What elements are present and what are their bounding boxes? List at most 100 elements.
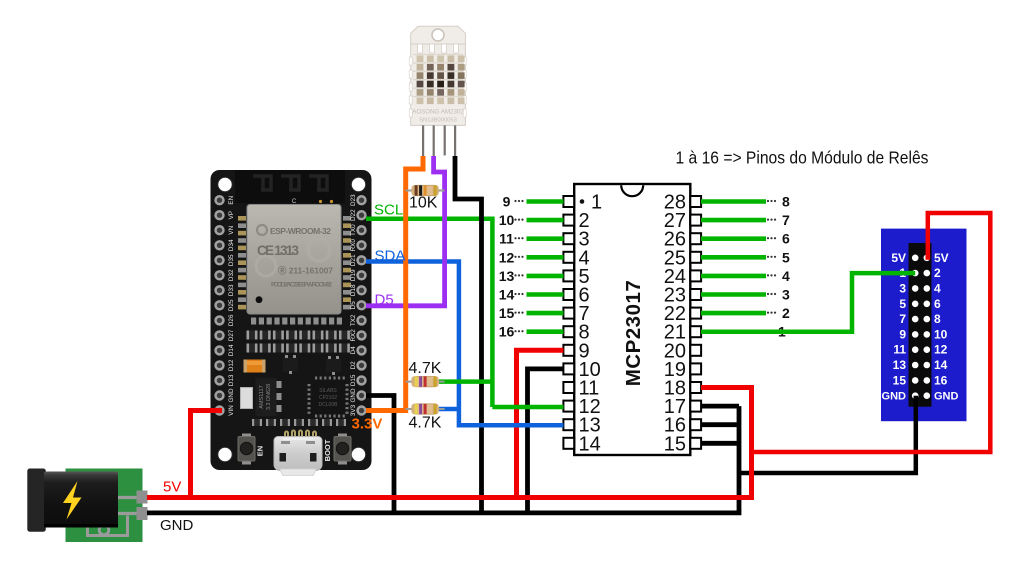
svg-text:25: 25: [664, 247, 686, 269]
svg-text:RX0: RX0: [350, 239, 357, 252]
svg-text:5: 5: [579, 266, 590, 288]
svg-text:VP: VP: [228, 211, 235, 219]
svg-text:16: 16: [499, 324, 515, 340]
svg-text:15: 15: [499, 305, 515, 321]
svg-text:1: 1: [591, 192, 602, 214]
svg-text:13: 13: [579, 415, 601, 437]
svg-text:10K: 10K: [409, 195, 438, 212]
svg-text:16: 16: [934, 373, 948, 387]
svg-text:6: 6: [934, 297, 941, 311]
svg-text:D13: D13: [228, 374, 235, 386]
svg-text:3: 3: [782, 287, 790, 303]
svg-text:12: 12: [579, 396, 601, 418]
svg-text:GND: GND: [934, 391, 959, 403]
svg-text:D5: D5: [350, 301, 357, 310]
svg-text:9: 9: [503, 194, 511, 210]
svg-text:19: 19: [664, 359, 686, 381]
svg-text:13: 13: [499, 268, 515, 284]
svg-text:9: 9: [899, 327, 906, 341]
svg-text:4: 4: [579, 247, 590, 269]
svg-text:4.7K: 4.7K: [409, 360, 442, 377]
svg-text:D14: D14: [228, 344, 235, 356]
svg-text:7: 7: [899, 312, 906, 326]
svg-text:D25: D25: [228, 299, 235, 311]
svg-text:EN: EN: [256, 446, 265, 456]
svg-text:RX2: RX2: [350, 329, 357, 342]
svg-text:D19: D19: [350, 269, 357, 281]
svg-text:AOSONG AM2302: AOSONG AM2302: [412, 109, 464, 116]
svg-text:8: 8: [782, 194, 790, 210]
svg-text:7: 7: [782, 212, 790, 228]
svg-text:D2: D2: [350, 361, 357, 370]
svg-text:5V: 5V: [163, 479, 181, 496]
svg-text:TX0: TX0: [350, 224, 357, 236]
svg-text:SN13B000053: SN13B000053: [419, 118, 457, 124]
svg-text:GND: GND: [882, 391, 907, 403]
svg-text:TX2: TX2: [350, 314, 357, 326]
svg-text:13: 13: [893, 358, 907, 372]
svg-text:5V: 5V: [934, 251, 949, 265]
svg-text:4: 4: [782, 268, 790, 284]
svg-text:GND: GND: [228, 388, 235, 402]
svg-text:3V3: 3V3: [350, 404, 357, 416]
svg-text:22: 22: [664, 303, 686, 325]
svg-text:SILABS: SILABS: [319, 388, 337, 394]
svg-text:D32: D32: [228, 269, 235, 281]
svg-text:27: 27: [664, 210, 686, 232]
svg-text:16: 16: [664, 415, 686, 437]
svg-text:D26: D26: [228, 314, 235, 326]
svg-text:4.7K: 4.7K: [409, 415, 442, 432]
svg-text:4: 4: [934, 281, 941, 295]
svg-text:17: 17: [664, 396, 686, 418]
svg-text:9: 9: [579, 340, 590, 362]
svg-text:3: 3: [899, 281, 906, 295]
svg-text:VN: VN: [228, 225, 235, 234]
svg-text:3: 3: [579, 229, 590, 251]
svg-text:D18: D18: [350, 284, 357, 296]
svg-text:D12: D12: [228, 359, 235, 371]
svg-text:7: 7: [579, 303, 590, 325]
svg-text:Ⓡ 211-161007: Ⓡ 211-161007: [278, 266, 333, 276]
svg-text:14: 14: [579, 433, 601, 455]
svg-text:14: 14: [499, 287, 515, 303]
svg-text:FCC ID:2AC7Z-ESPWROOM32: FCC ID:2AC7Z-ESPWROOM32: [271, 282, 332, 289]
svg-text:12: 12: [499, 249, 515, 265]
svg-text:5V: 5V: [891, 251, 906, 265]
svg-text:SDA: SDA: [375, 248, 406, 265]
svg-text:D15: D15: [350, 374, 357, 386]
svg-text:28: 28: [664, 192, 686, 214]
svg-text:8: 8: [579, 322, 590, 344]
svg-text:D5: D5: [375, 292, 394, 309]
svg-text:D33: D33: [228, 284, 235, 296]
svg-text:15: 15: [893, 373, 907, 387]
svg-text:12: 12: [934, 343, 948, 357]
svg-text:D34: D34: [228, 239, 235, 251]
svg-text:8: 8: [934, 312, 941, 326]
svg-text:2: 2: [579, 210, 590, 232]
svg-text:BOOT: BOOT: [323, 439, 332, 461]
svg-text:D27: D27: [228, 329, 235, 341]
svg-text:D23: D23: [350, 194, 357, 206]
svg-text:D35: D35: [228, 254, 235, 266]
svg-text:CE 1313: CE 1313: [257, 243, 299, 258]
svg-text:DCL00B: DCL00B: [319, 402, 339, 408]
svg-text:15: 15: [664, 433, 686, 455]
svg-text:11: 11: [579, 378, 600, 400]
svg-text:23: 23: [664, 285, 686, 307]
svg-text:D22: D22: [350, 209, 357, 221]
svg-text:EN: EN: [228, 195, 235, 204]
svg-text:10: 10: [499, 212, 515, 228]
svg-text:24: 24: [664, 266, 686, 288]
svg-text:2: 2: [782, 305, 790, 321]
svg-text:D21: D21: [350, 254, 357, 266]
svg-text:10: 10: [934, 327, 948, 341]
svg-text:21: 21: [664, 322, 686, 344]
svg-text:VIN: VIN: [228, 405, 235, 416]
svg-text:GND: GND: [160, 517, 194, 534]
svg-text:3.3V: 3.3V: [352, 416, 383, 433]
svg-text:2: 2: [934, 266, 941, 280]
svg-text:14: 14: [934, 358, 948, 372]
svg-text:D4: D4: [350, 346, 357, 355]
svg-text:18: 18: [664, 378, 686, 400]
svg-text:10: 10: [579, 359, 601, 381]
